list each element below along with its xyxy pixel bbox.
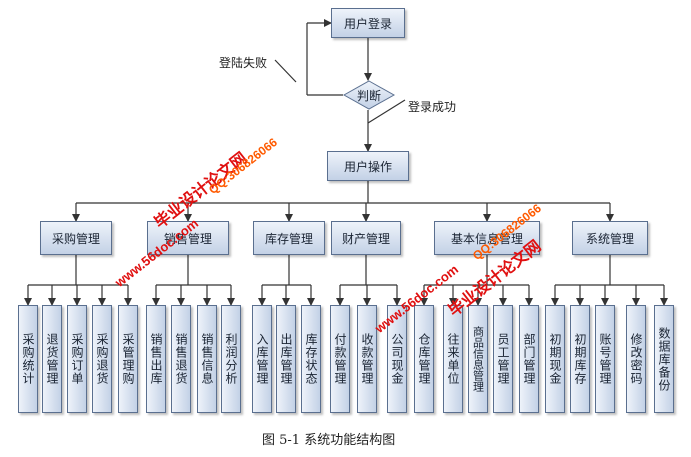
judge-decision-node: 判断: [343, 80, 395, 110]
function-leaf-node: 公司现金: [387, 305, 407, 413]
function-leaf-node: 利润分析: [221, 305, 241, 413]
judge-label: 判断: [356, 88, 381, 103]
function-leaf-node: 初期现金: [545, 305, 565, 413]
function-leaf-node: 收款管理: [357, 305, 377, 413]
function-leaf-node: 账号管理: [595, 305, 615, 413]
function-leaf-node: 入库管理: [252, 305, 272, 413]
function-leaf-node: 部门管理: [519, 305, 539, 413]
function-leaf-node: 销售退货: [171, 305, 191, 413]
figure-caption: 图 5-1 系统功能结构图: [262, 433, 396, 448]
function-leaf-node: 库存状态: [301, 305, 321, 413]
function-leaf-node: 商品信息管理: [468, 305, 488, 413]
function-leaf-node: 采购退货: [92, 305, 112, 413]
module-node: 财产管理: [331, 221, 401, 255]
function-leaf-node: 付款管理: [330, 305, 350, 413]
function-leaf-node: 采管理购: [118, 305, 138, 413]
function-leaf-node: 修改密码: [626, 305, 646, 413]
function-leaf-node: 仓库管理: [414, 305, 434, 413]
user-login-node: 用户登录: [331, 8, 405, 38]
function-leaf-node: 数据库备份: [654, 305, 674, 413]
function-leaf-node: 销售信息: [197, 305, 217, 413]
function-leaf-node: 采购订单: [67, 305, 87, 413]
module-node: 库存管理: [253, 221, 325, 255]
function-leaf-node: 往来单位: [443, 305, 463, 413]
connector-line: [367, 99, 406, 124]
connector-line: [274, 59, 297, 83]
module-node: 采购管理: [40, 221, 112, 255]
login-failed-label: 登陆失败: [219, 56, 268, 70]
function-leaf-node: 采购统计: [18, 305, 38, 413]
module-node: 系统管理: [572, 221, 648, 255]
function-leaf-node: 退货管理: [42, 305, 62, 413]
user-operation-node: 用户操作: [327, 151, 409, 181]
function-leaf-node: 初期库存: [570, 305, 590, 413]
login-success-label: 登录成功: [408, 100, 457, 114]
function-leaf-node: 销售出库: [146, 305, 166, 413]
module-node: 基本信息管理: [434, 221, 540, 255]
function-leaf-node: 出库管理: [276, 305, 296, 413]
function-leaf-node: 员工管理: [493, 305, 513, 413]
module-node: 销售管理: [147, 221, 229, 255]
